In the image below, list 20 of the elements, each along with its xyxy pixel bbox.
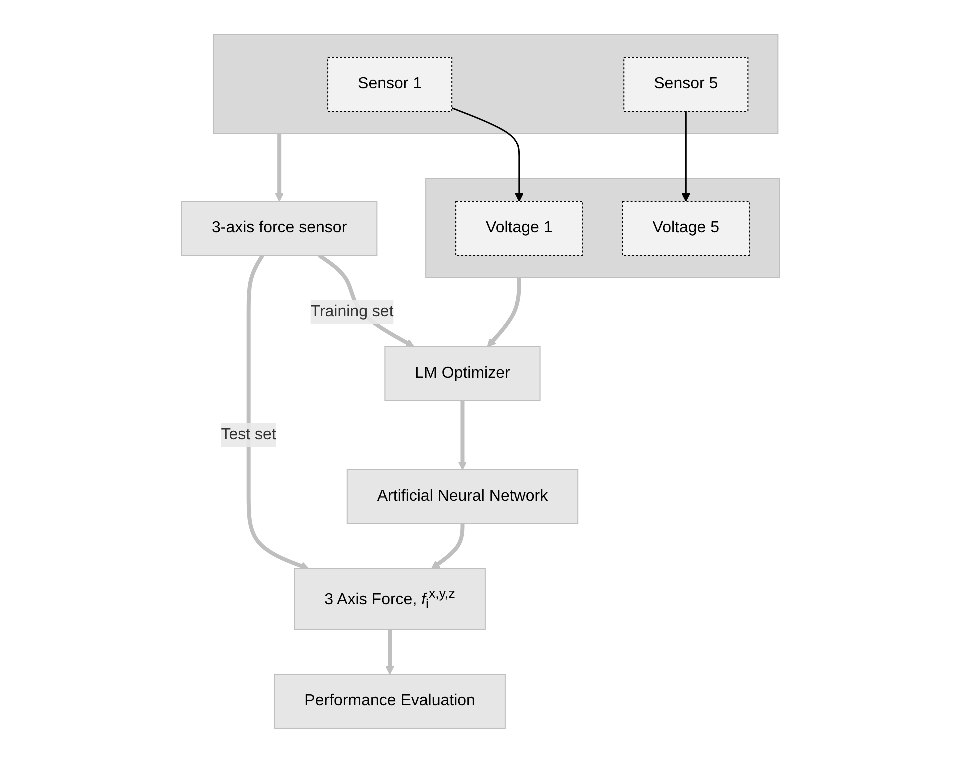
arrow [431, 524, 464, 570]
node-box: Sensor 1 [327, 56, 452, 112]
node-box: 3-axis force sensor [181, 200, 378, 256]
edge-label: Training set [310, 303, 394, 320]
edge-label: Test set [221, 426, 276, 444]
arrow [274, 134, 284, 202]
node-box: Voltage 1 [455, 200, 584, 256]
node-box: Performance Evaluation [274, 674, 506, 729]
cluster [212, 34, 778, 134]
arrow [385, 629, 394, 675]
arrow [681, 111, 690, 202]
node-box: Sensor 5 [623, 56, 748, 112]
arrow [486, 278, 522, 348]
arrow [458, 400, 467, 470]
node-box: LM Optimizer [384, 346, 541, 402]
arrow [452, 107, 524, 202]
node-box: Artificial Neural Network [346, 469, 578, 524]
node-box: Voltage 5 [622, 200, 750, 256]
arrow [246, 254, 310, 570]
cluster [425, 178, 780, 278]
